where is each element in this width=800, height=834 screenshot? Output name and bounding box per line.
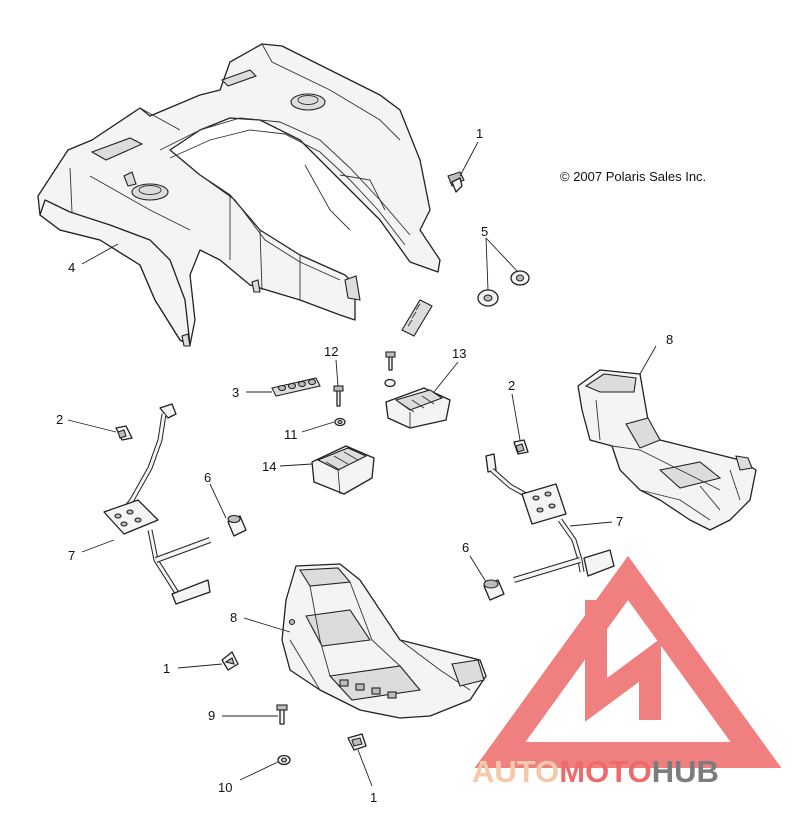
nut-part-10: [277, 754, 291, 766]
bolt-part-2-left: [115, 425, 133, 441]
slotted-strip: [401, 299, 433, 337]
callout-10: 10: [218, 780, 232, 795]
callout-14: 14: [262, 459, 276, 474]
watermark-inner-mark: [585, 600, 661, 722]
watermark-text: AUTOMOTOHUB: [472, 754, 719, 789]
callout-6-right: 6: [462, 540, 469, 555]
callout-9: 9: [208, 708, 215, 723]
push-rivet-part-1-mid: [221, 651, 239, 671]
footwell-part-8-upper: [577, 369, 757, 531]
copyright-notice: © 2007 Polaris Sales Inc.: [560, 169, 706, 184]
screw-washer-13: [384, 351, 396, 388]
callout-11: 11: [284, 427, 298, 442]
bolt-part-2-right: [513, 439, 529, 455]
callout-1-mid: 1: [163, 661, 170, 676]
callout-7-left: 7: [68, 548, 75, 563]
push-rivet-part-1-upper: [447, 171, 465, 193]
callout-12: 12: [324, 344, 338, 359]
footwell-part-8-lower: [281, 563, 487, 719]
callout-7-right: 7: [616, 514, 623, 529]
footrest-bracket-part-7-left: [103, 403, 212, 605]
watermark-logo: [474, 555, 782, 768]
callout-5: 5: [481, 224, 488, 239]
callout-1-lower: 1: [370, 790, 377, 805]
watermark-triangle: [474, 555, 782, 768]
svg-text:AUTOMOTOHUB: AUTOMOTOHUB: [472, 754, 719, 789]
push-rivet-part-1-lower: [347, 733, 367, 751]
washer-part-11: [334, 417, 346, 427]
callout-4: 4: [68, 260, 75, 275]
watermark-text-auto: AUTO: [472, 754, 559, 789]
callout-13: 13: [452, 346, 466, 361]
housing-part-13: [385, 387, 451, 429]
screw-part-9: [276, 704, 288, 725]
callout-3: 3: [232, 385, 239, 400]
watermark-text-hub: HUB: [652, 754, 719, 789]
rear-fender-part-4: [37, 43, 441, 347]
watermark-text-moto: MOTO: [559, 754, 651, 789]
leader-lines: [67, 141, 657, 787]
callout-labels: 1 5 4 12 13 3 11 14 2 2 8 6 7 7 6 8 1 9 …: [56, 126, 673, 805]
footrest-bracket-part-7-right: [485, 453, 615, 583]
callout-8-lower: 8: [230, 610, 237, 625]
callout-1-upper: 1: [476, 126, 483, 141]
bushing-part-6-left: [227, 514, 247, 537]
screw-part-12: [333, 385, 344, 407]
callout-8-upper: 8: [666, 332, 673, 347]
grommet-part-5: [477, 270, 530, 307]
callout-2-left: 2: [56, 412, 63, 427]
bushing-part-6-right: [483, 579, 505, 601]
bracket-part-3: [271, 377, 321, 397]
housing-part-14: [311, 445, 375, 495]
callout-6-left: 6: [204, 470, 211, 485]
callout-2-right: 2: [508, 378, 515, 393]
